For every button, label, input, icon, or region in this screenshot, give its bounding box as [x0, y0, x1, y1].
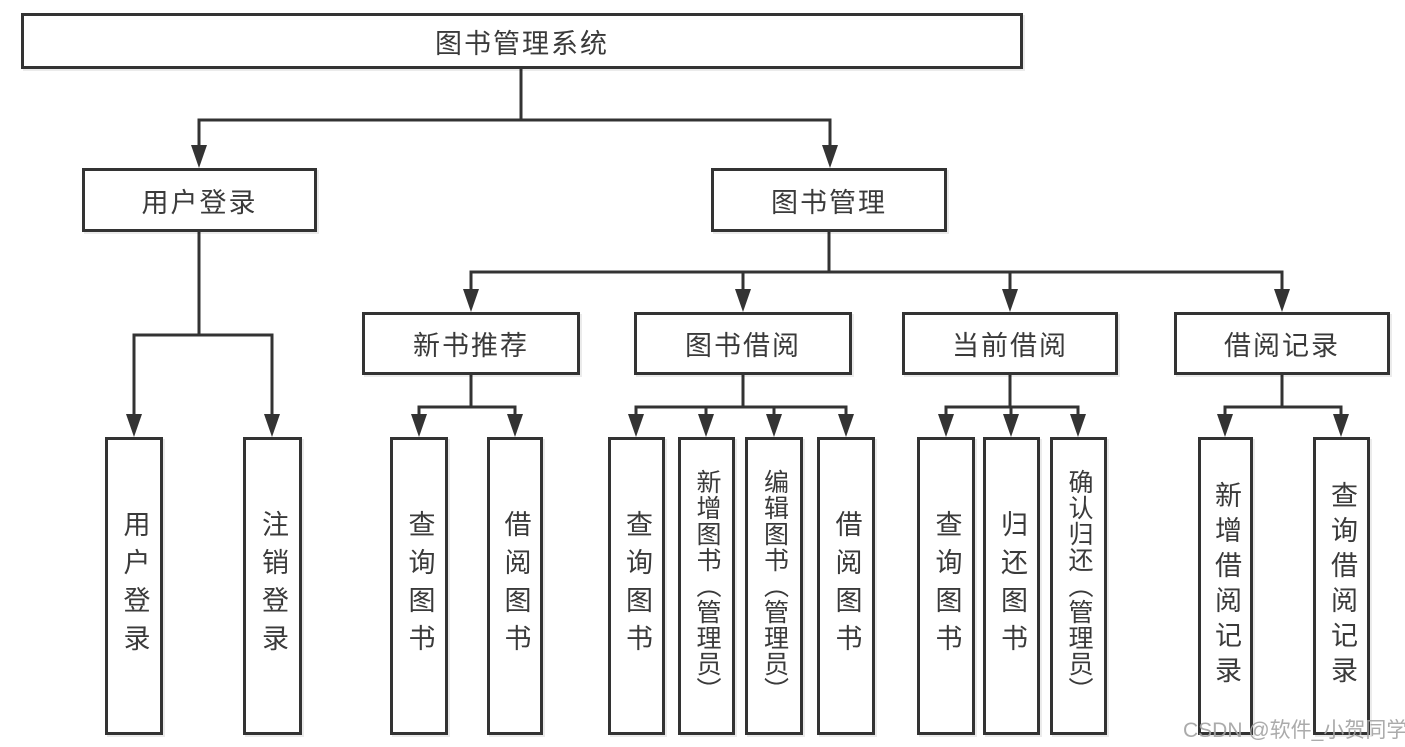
leaf-edit-books-admin-label: 编辑图书（管理员）: [760, 469, 789, 703]
leaf-query-books-2: 查询图书: [608, 437, 665, 735]
node-book-management-label: 图书管理: [771, 187, 887, 218]
node-user-login: 用户登录: [82, 168, 317, 232]
node-book-management: 图书管理: [711, 168, 947, 232]
node-borrowing-records-label: 借阅记录: [1224, 331, 1340, 361]
node-book-borrowing: 图书借阅: [634, 312, 852, 375]
node-book-borrowing-label: 图书借阅: [685, 331, 801, 361]
leaf-edit-books-admin: 编辑图书（管理员）: [745, 437, 803, 735]
leaf-query-borrow-record-label: 查询借阅记录: [1327, 481, 1357, 691]
node-current-borrowing-label: 当前借阅: [952, 331, 1068, 361]
leaf-logout-label: 注销登录: [258, 510, 288, 662]
leaf-borrow-books-1: 借阅图书: [487, 437, 543, 735]
leaf-borrow-books-1-label: 借阅图书: [500, 510, 531, 662]
leaf-query-books-1: 查询图书: [390, 437, 448, 735]
leaf-query-borrow-record: 查询借阅记录: [1313, 437, 1370, 735]
leaf-borrow-books-2-label: 借阅图书: [831, 510, 862, 662]
leaf-return-books: 归还图书: [983, 437, 1040, 735]
node-borrowing-records: 借阅记录: [1174, 312, 1390, 375]
leaf-return-books-label: 归还图书: [997, 510, 1027, 662]
node-root-label: 图书管理系统: [435, 28, 609, 59]
node-user-login-label: 用户登录: [141, 187, 258, 218]
tree-edges: [132, 67, 1343, 418]
arrowheads: [126, 145, 1349, 437]
leaf-confirm-return-admin: 确认归还（管理员）: [1050, 437, 1107, 735]
leaf-user-login: 用户登录: [105, 437, 163, 735]
leaf-query-books-2-label: 查询图书: [622, 510, 652, 662]
leaf-query-books-3: 查询图书: [917, 437, 975, 735]
leaf-user-login-label: 用户登录: [119, 510, 150, 662]
node-new-book-recommend: 新书推荐: [362, 312, 580, 375]
leaf-borrow-books-2: 借阅图书: [817, 437, 875, 735]
leaf-query-books-1-label: 查询图书: [404, 510, 435, 662]
leaf-logout: 注销登录: [243, 437, 302, 735]
csdn-watermark: CSDN @软件_小贺同学: [1183, 719, 1405, 742]
node-root: 图书管理系统: [21, 13, 1023, 69]
node-current-borrowing: 当前借阅: [902, 312, 1118, 375]
leaf-confirm-return-admin-label: 确认归还（管理员）: [1065, 469, 1093, 703]
leaf-query-books-3-label: 查询图书: [931, 510, 962, 662]
leaf-add-books-admin-label: 新增图书（管理员）: [693, 469, 721, 703]
leaf-add-borrow-record: 新增借阅记录: [1198, 437, 1253, 735]
leaf-add-books-admin: 新增图书（管理员）: [678, 437, 735, 735]
node-new-book-recommend-label: 新书推荐: [413, 331, 529, 361]
leaf-add-borrow-record-label: 新增借阅记录: [1211, 481, 1241, 691]
